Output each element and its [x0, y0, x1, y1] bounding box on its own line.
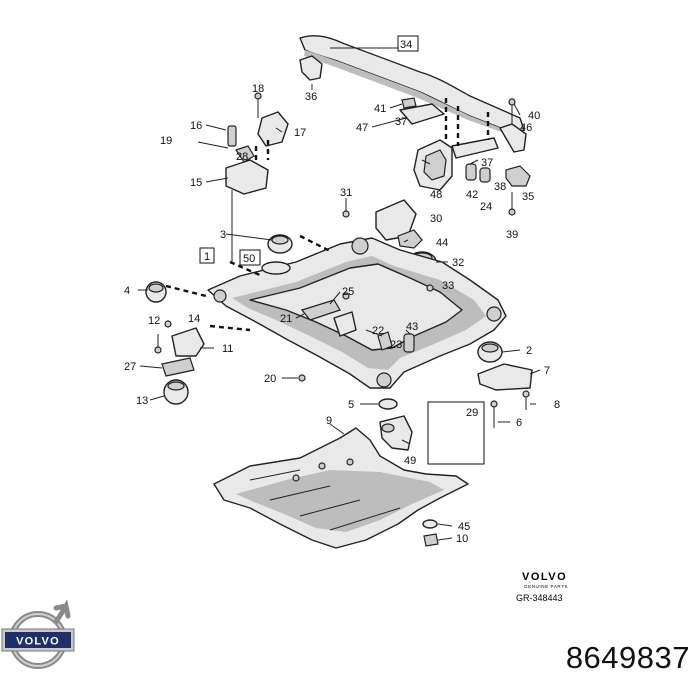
- callout-50: 50: [243, 253, 255, 265]
- callout-14: 14: [188, 313, 200, 325]
- callout-39: 39: [506, 229, 518, 241]
- callout-41: 41: [374, 103, 386, 115]
- callout-20: 20: [264, 373, 276, 385]
- callout-17: 17: [294, 127, 306, 139]
- callout-21: 21: [280, 313, 292, 325]
- callout-38: 38: [494, 181, 506, 193]
- callout-33: 33: [442, 280, 454, 292]
- callout-4: 4: [124, 285, 130, 297]
- part-number: 8649837: [565, 640, 690, 675]
- callout-2: 2: [526, 345, 532, 357]
- logo-brand: VOLVO: [16, 636, 60, 648]
- callout-43: 43: [406, 321, 418, 333]
- callout-10: 10: [456, 533, 468, 545]
- bushings-left: [145, 234, 293, 303]
- mount-bracket-40-46: [499, 98, 531, 216]
- volvo-logo: VOLVO: [1, 599, 75, 669]
- callout-box-29: [427, 401, 485, 465]
- callout-47: 47: [356, 122, 368, 134]
- callout-15: 15: [190, 177, 202, 189]
- callout-7: 7: [544, 365, 550, 377]
- callout-45: 45: [458, 521, 470, 533]
- callout-6: 6: [516, 417, 522, 429]
- callout-48: 48: [430, 189, 442, 201]
- callout-labels: 34 36 18 16 17 19 28 15 41 40 47 37 46 4…: [124, 39, 560, 545]
- callout-37a: 37: [395, 116, 407, 128]
- shield-fasteners-45-10: [422, 519, 439, 547]
- callout-1: 1: [204, 251, 210, 263]
- callout-36: 36: [305, 91, 317, 103]
- callout-42: 42: [466, 189, 478, 201]
- callout-box-1: [199, 247, 215, 264]
- callout-19: 19: [160, 135, 172, 147]
- callout-40: 40: [528, 110, 540, 122]
- leader-lines: [138, 47, 541, 541]
- callout-box-50: [239, 249, 261, 266]
- callout-27: 27: [124, 361, 136, 373]
- callout-11: 11: [222, 343, 233, 355]
- front-subframe: [165, 234, 507, 389]
- upper-cross-member: [299, 35, 525, 138]
- callout-28: 28: [236, 151, 248, 163]
- stamp-reference: GR-348443: [516, 593, 563, 603]
- callout-9: 9: [326, 415, 332, 427]
- callout-5: 5: [348, 399, 354, 411]
- stamp-brand: VOLVO: [522, 571, 567, 583]
- lower-right-mount: [298, 341, 533, 428]
- callout-37b: 37: [481, 157, 493, 169]
- torque-rod-bracket: [197, 92, 289, 262]
- callout-box-34: [397, 35, 419, 52]
- callout-46: 46: [520, 122, 532, 134]
- splash-shield: [213, 427, 469, 549]
- callout-3: 3: [220, 229, 226, 241]
- callout-13: 13: [136, 395, 148, 407]
- callout-35: 35: [522, 191, 534, 203]
- stamp-subtitle: GENUINE PARTS: [524, 584, 568, 589]
- engine-mount-assembly: [399, 97, 499, 191]
- callout-22: 22: [372, 325, 384, 337]
- callout-49: 49: [404, 455, 416, 467]
- callout-18: 18: [252, 83, 264, 95]
- genuine-parts-stamp: VOLVO GENUINE PARTS GR-348443: [516, 571, 568, 603]
- callout-23: 23: [390, 339, 402, 351]
- callout-31: 31: [340, 187, 352, 199]
- lower-left-mount: [154, 320, 205, 405]
- subframe-small-parts: [300, 284, 434, 353]
- callout-34: 34: [400, 39, 412, 51]
- callout-32: 32: [452, 257, 464, 269]
- callout-16: 16: [190, 120, 202, 132]
- callout-30: 30: [430, 213, 442, 225]
- callout-12: 12: [148, 315, 160, 327]
- callout-8: 8: [554, 399, 560, 411]
- callout-29: 29: [466, 407, 478, 419]
- callout-24: 24: [480, 201, 492, 213]
- callout-25: 25: [342, 286, 354, 298]
- callout-44: 44: [436, 237, 448, 249]
